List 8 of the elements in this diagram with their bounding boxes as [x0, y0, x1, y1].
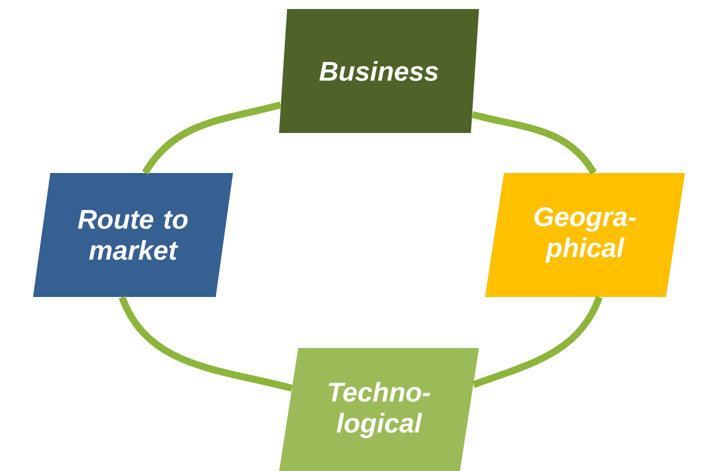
parallelogram-box: Techno- logical — [279, 348, 479, 471]
ring-arc — [118, 296, 293, 392]
ring-arc — [142, 101, 282, 175]
parallelogram-box: Business — [279, 9, 479, 133]
ring-arc — [471, 111, 597, 175]
parallelogram-box: Route to market — [33, 173, 233, 297]
ring-arc — [472, 296, 603, 388]
parallelogram-box: Geogra- phical — [485, 173, 685, 297]
